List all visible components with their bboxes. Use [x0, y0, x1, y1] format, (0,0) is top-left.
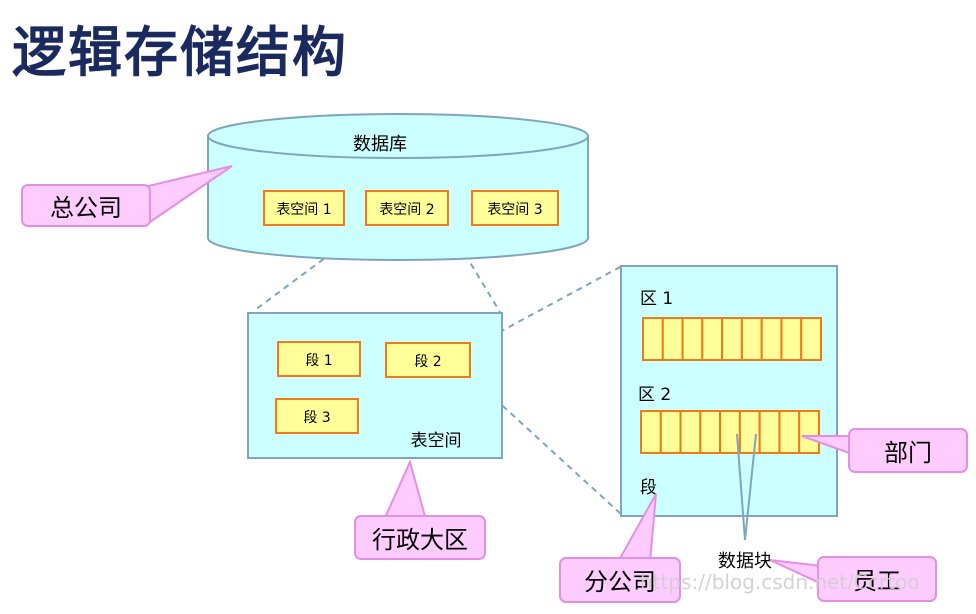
- data-block: [681, 317, 704, 361]
- segment-item: 段 1: [277, 341, 361, 377]
- extent-label: 区 2: [638, 385, 671, 405]
- data-block: [659, 410, 682, 454]
- segment-box: 区 1 区 2 段: [620, 265, 838, 541]
- tablespace-item: 表空间 1: [263, 190, 345, 226]
- data-block: [738, 410, 761, 454]
- data-block: [640, 410, 662, 454]
- data-block: [780, 317, 803, 361]
- data-block: [800, 317, 823, 361]
- callout-employee-label: 员工: [853, 567, 901, 595]
- tablespace-label: 表空间 1: [276, 202, 331, 218]
- extent-label: 区 1: [640, 289, 673, 309]
- data-block: [642, 317, 664, 361]
- segment-label: 段 3: [303, 410, 330, 426]
- tablespace-box-label: 表空间: [411, 431, 462, 451]
- callout-department: 部门: [801, 428, 968, 473]
- watermark: https://blog.csdn.net/Ccrtoo: [640, 570, 920, 594]
- block-pointer-line: [744, 433, 757, 541]
- tablespace-item: 表空间 2: [365, 190, 449, 226]
- connector-seg2-top: [469, 265, 623, 349]
- segment-box-label: 段: [640, 478, 657, 498]
- callout-branch: 分公司: [559, 493, 681, 603]
- data-block: [760, 317, 783, 361]
- data-block-label: 数据块: [718, 551, 772, 572]
- data-block: [661, 317, 684, 361]
- data-block: [798, 410, 821, 454]
- tablespace-item: 表空间 3: [471, 190, 559, 226]
- callout-employee: 员工: [769, 556, 937, 602]
- database-cylinder: 数据库: [207, 113, 589, 261]
- segment-item: 段 2: [385, 342, 471, 378]
- segment-label: 段 1: [305, 353, 332, 369]
- segment-label: 段 2: [414, 354, 441, 370]
- data-block: [740, 317, 763, 361]
- extent-2: [640, 410, 821, 454]
- block-pointer-line: [736, 433, 746, 541]
- data-block: [758, 410, 781, 454]
- callout-branch-label: 分公司: [584, 568, 656, 596]
- callout-company: 总公司: [21, 165, 233, 227]
- data-block: [701, 317, 724, 361]
- tablespace-box: 段 1 段 2 段 3 表空间: [247, 312, 503, 459]
- data-block: [699, 410, 722, 454]
- tablespace-label: 表空间 2: [379, 202, 434, 218]
- callout-department-label: 部门: [884, 439, 932, 467]
- callout-region-label: 行政大区: [372, 526, 468, 554]
- data-block: [679, 410, 702, 454]
- callout-region: 行政大区: [354, 459, 486, 560]
- tablespace-label: 表空间 3: [487, 202, 542, 218]
- data-block: [719, 410, 741, 454]
- page-title: 逻辑存储结构: [12, 21, 348, 84]
- data-block: [721, 317, 743, 361]
- callout-company-label: 总公司: [50, 194, 122, 222]
- database-label: 数据库: [353, 134, 407, 155]
- tablespace-list: 表空间 1 表空间 2 表空间 3: [263, 190, 559, 226]
- data-block: [778, 410, 801, 454]
- segment-item: 段 3: [275, 398, 359, 434]
- extent-1: [642, 317, 823, 361]
